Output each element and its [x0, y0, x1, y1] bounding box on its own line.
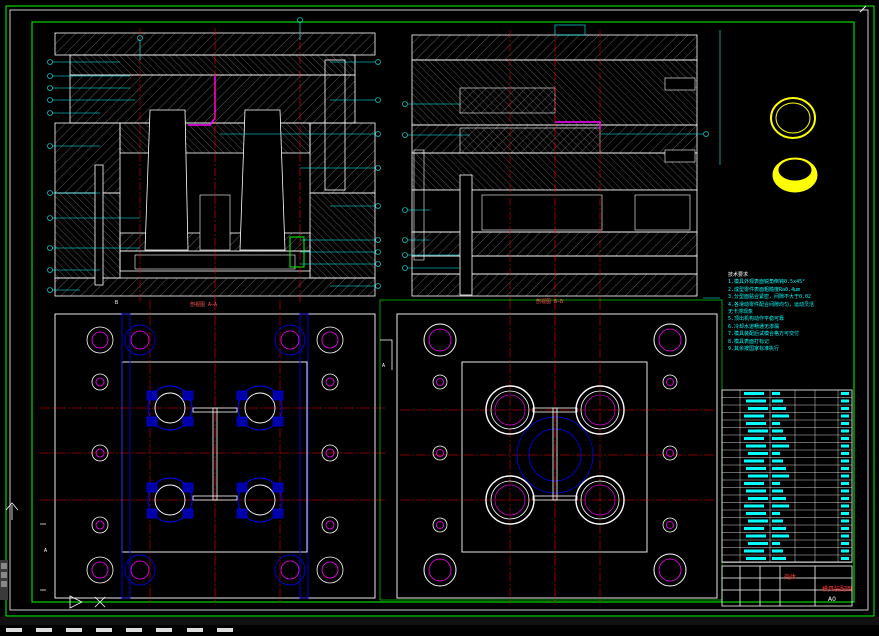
section-view-left [54, 28, 376, 302]
status-strip [0, 617, 879, 632]
drawing-title: 模具装配图 [822, 586, 853, 593]
note-line: 8.模具表面打标记 [728, 338, 770, 345]
bom-table [721, 389, 853, 563]
cut-marker-a-lower: A [44, 548, 48, 554]
status-tab[interactable] [156, 628, 173, 632]
cut-plane-markers [5, 339, 393, 609]
note-line: 5.顶出机构动作平稳可靠 [728, 316, 785, 323]
note-line: 7.模具装配后试模合格方可交付 [728, 331, 800, 338]
note-line: 1.模具外观表面锐角倒钝0.5x45° [728, 279, 806, 286]
palette-tool-icon[interactable] [1, 581, 7, 587]
note-line: 无卡滞现象 [728, 309, 754, 316]
section-label-left: 剖视图 A—A [190, 302, 218, 308]
section-label-right: 剖视图 B—B [536, 299, 564, 305]
cut-marker-a: A [382, 363, 386, 369]
status-tab[interactable] [6, 628, 22, 632]
status-tab[interactable] [126, 628, 143, 632]
technical-requirements: 技术要求 1.模具外观表面锐角倒钝0.5x45° 2.成型零件表面粗糙度Ra0.… [728, 272, 866, 353]
palette-tool-icon[interactable] [1, 563, 7, 569]
drawing-frame [5, 5, 875, 617]
note-line: 9.其余按国家标准执行 [728, 346, 780, 353]
title-block-frame [721, 565, 853, 607]
cut-marker-b: B [115, 300, 119, 306]
status-tab[interactable] [96, 628, 113, 632]
title-block: 壳体 模具装配图 A0 [722, 566, 852, 606]
note-line: 4.各滑动零件配合间隙均匀，运动灵活 [728, 301, 815, 308]
status-tab[interactable] [66, 628, 83, 632]
part-name: 壳体 [784, 574, 797, 581]
note-line: 6.冷却水道畅通无渗漏 [728, 323, 780, 330]
status-tab[interactable] [36, 628, 53, 632]
notes-heading: 技术要求 [728, 272, 749, 278]
plan-right-holes [423, 323, 687, 587]
tool-palette[interactable] [0, 560, 8, 600]
plan-view-right [379, 299, 723, 605]
leader-balloons-left [47, 17, 381, 293]
note-line: 3.分型面贴合紧密，间隙不大于0.02 [728, 294, 812, 301]
palette-tool-icon[interactable] [1, 572, 7, 578]
section-view-right [411, 24, 698, 302]
note-line: 2.成型零件表面粗糙度Ra0.4μm [728, 286, 801, 293]
status-tab[interactable] [216, 628, 233, 632]
product-part-view [770, 97, 818, 193]
status-tab[interactable] [186, 628, 203, 632]
leader-balloons-right [402, 30, 721, 299]
plan-left-holes [86, 324, 344, 586]
sheet-size: A0 [828, 596, 836, 603]
